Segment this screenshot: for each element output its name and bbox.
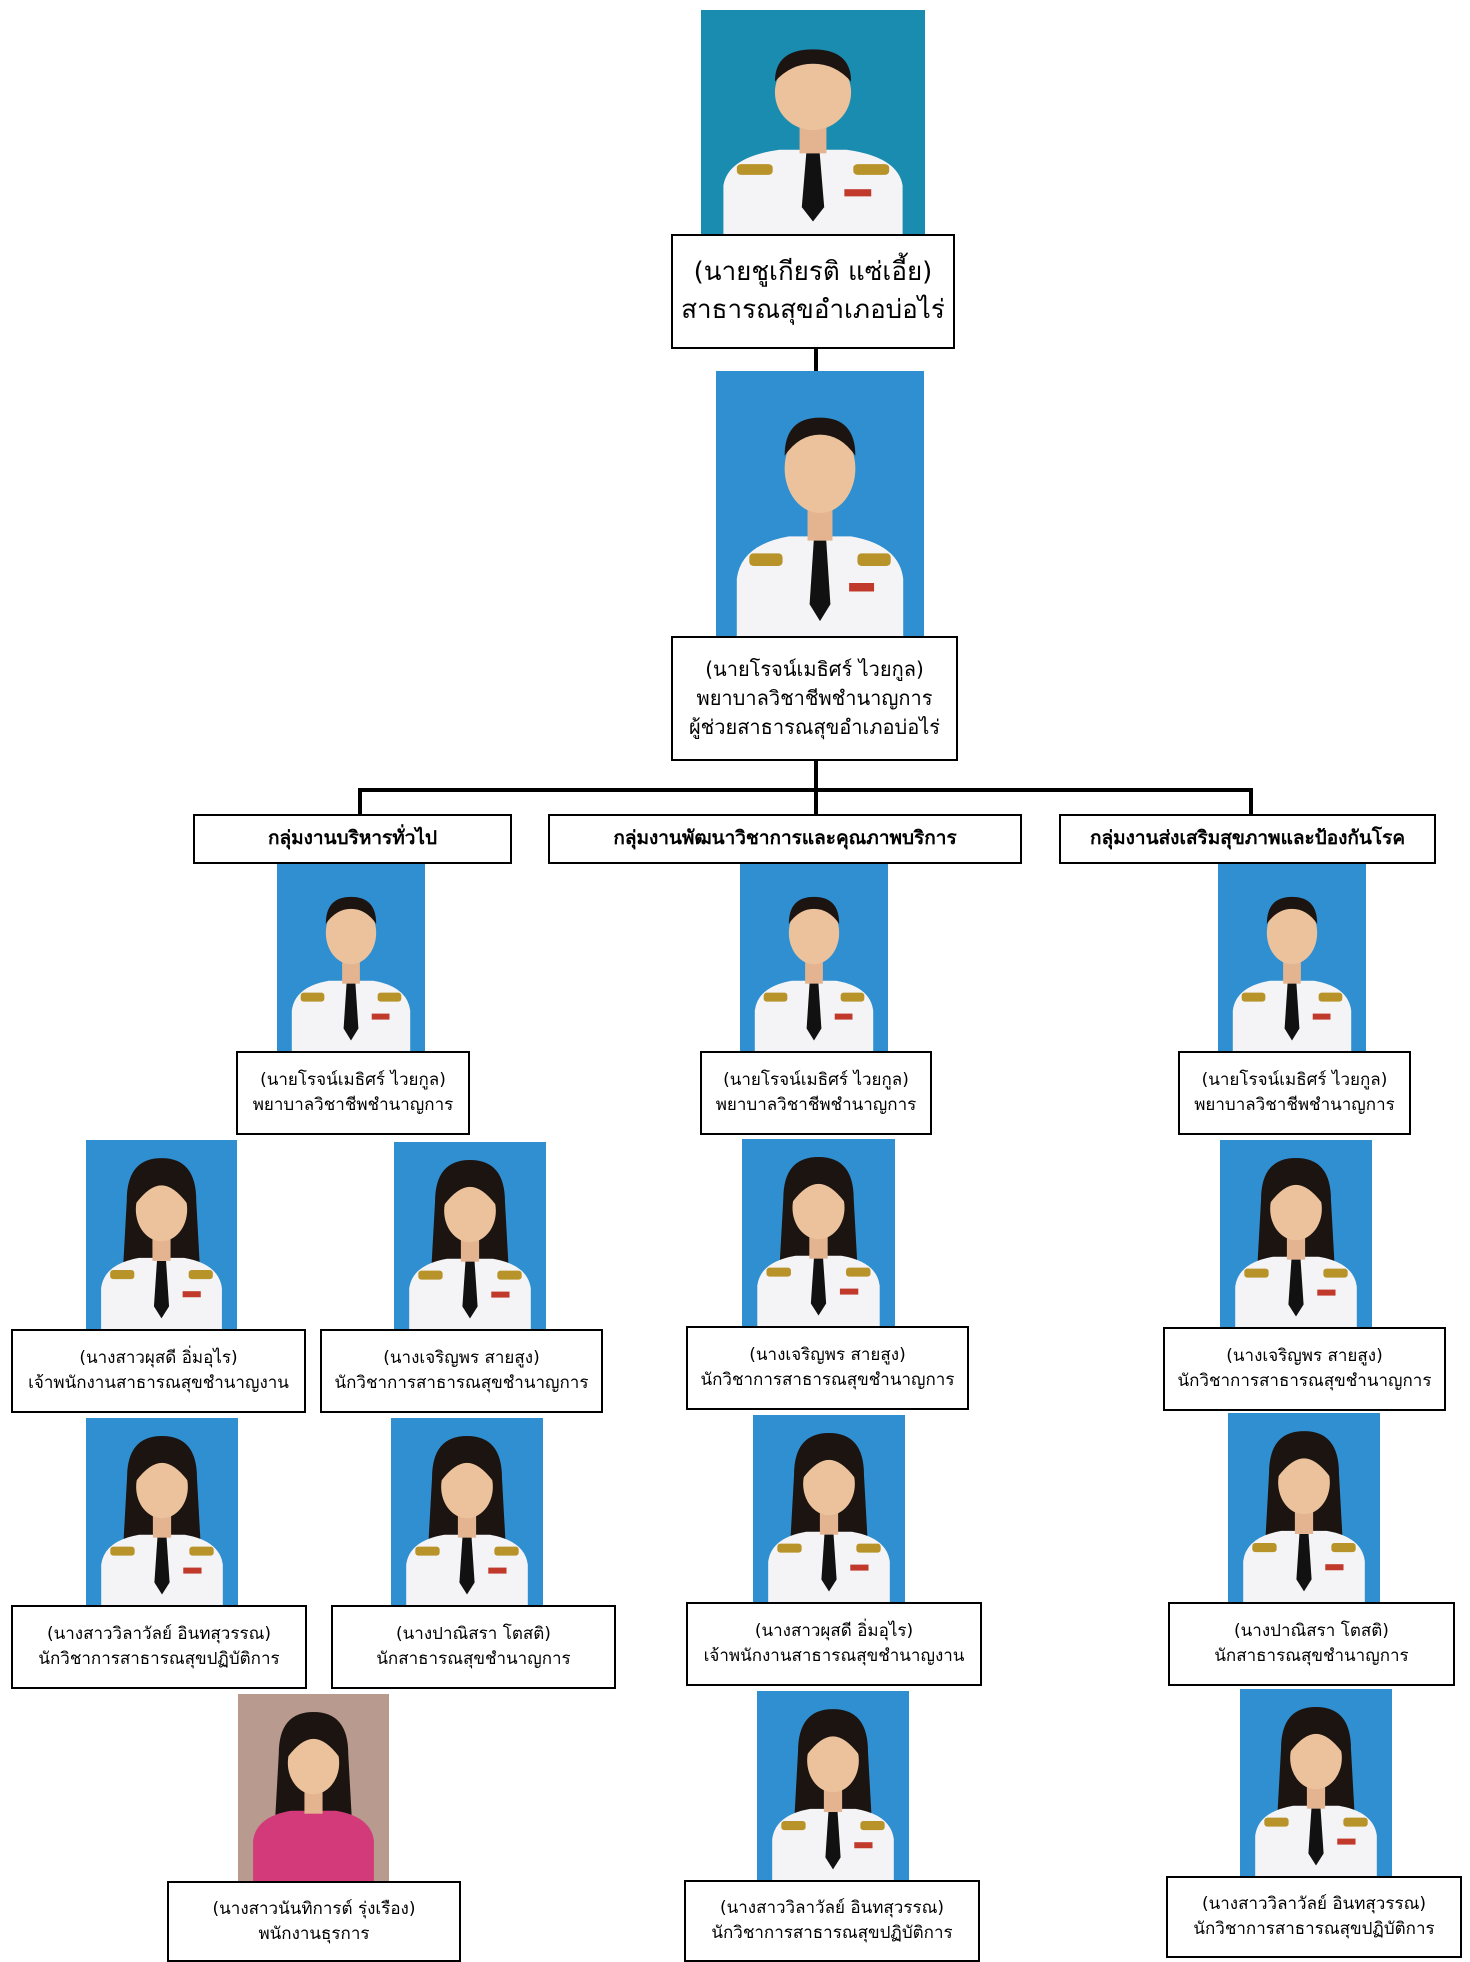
group-3-head-photo [1218,864,1366,1051]
group-2-head-title: พยาบาลวิชาชีพชำนาญการ [715,1095,917,1115]
group-2-label: กลุ่มงานพัฒนาวิชาการและคุณภาพบริการ [613,827,957,850]
group-1-member-4-box: (นางปาณิสรา โตสติ) นักสาธารณสุขชำนาญการ [331,1605,616,1689]
director-box: (นายชูเกียรติ แซ่เอี้ย) สาธารณสุขอำเภอบ่… [671,234,955,349]
group-1-member-2-title: นักวิชาการสาธารณสุขชำนาญการ [334,1373,589,1393]
group-1-member-3-box: (นางสาววิลาวัลย์ อินทสุวรรณ) นักวิชาการส… [11,1605,307,1689]
group-3-member-1-box: (นางเจริญพร สายสูง) นักวิชาการสาธารณสุขช… [1163,1327,1446,1411]
group-3-member-3-photo [1240,1689,1392,1876]
connector-group-1 [358,788,362,814]
assistant-box: (นายโรจน์เมธิศร์ ไวยกูล) พยาบาลวิชาชีพชำ… [671,636,958,761]
group-1-member-4-name: (นางปาณิสรา โตสติ) [396,1624,551,1645]
assistant-role: ผู้ช่วยสาธารณสุขอำเภอบ่อไร่ [688,715,941,739]
portrait-image [742,1139,895,1326]
portrait-image [391,1418,543,1605]
assistant-photo [716,371,924,636]
portrait-image [1240,1689,1392,1876]
portrait-image [753,1415,905,1602]
portrait-image [86,1418,238,1605]
group-3-member-1-title: นักวิชาการสาธารณสุขชำนาญการ [1177,1371,1432,1391]
assistant-name: (นายโรจน์เมธิศร์ ไวยกูล) [705,657,924,681]
group-2-member-1-name: (นางเจริญพร สายสูง) [749,1345,906,1366]
group-1-member-1-photo [86,1140,237,1329]
group-2-head-box: (นายโรจน์เมธิศร์ ไวยกูล) พยาบาลวิชาชีพชำ… [700,1051,932,1135]
portrait-image [86,1140,237,1329]
group-2-head-photo [740,864,888,1051]
assistant-title: พยาบาลวิชาชีพชำนาญการ [696,686,933,710]
group-3-member-2-title: นักสาธารณสุขชำนาญการ [1214,1646,1409,1666]
group-2-member-3-title: นักวิชาการสาธารณสุขปฏิบัติการ [711,1923,953,1943]
group-1-member-5-name: (นางสาวนันทิการต์ รุ่งเรือง) [212,1898,416,1919]
group-3-member-1-photo [1220,1140,1372,1327]
group-2-head-name: (นายโรจน์เมธิศร์ ไวยกูล) [723,1070,909,1091]
connector-group-3 [1249,788,1253,814]
group-2-member-2-name: (นางสาวผุสดี อิ่มอุไร) [754,1621,914,1642]
portrait-image [757,1691,909,1880]
connector-group-2 [814,788,818,814]
portrait-image [1228,1413,1380,1602]
group-1-head-box: (นายโรจน์เมธิศร์ ไวยกูล) พยาบาลวิชาชีพชำ… [236,1051,470,1135]
group-2-header: กลุ่มงานพัฒนาวิชาการและคุณภาพบริการ [548,814,1022,864]
group-3-member-1-name: (นางเจริญพร สายสูง) [1226,1346,1383,1367]
portrait-image [740,864,888,1051]
group-1-member-3-name: (นางสาววิลาวัลย์ อินทสุวรรณ) [46,1624,272,1645]
group-2-member-1-box: (นางเจริญพร สายสูง) นักวิชาการสาธารณสุขช… [686,1326,969,1410]
group-1-label: กลุ่มงานบริหารทั่วไป [267,827,438,850]
group-1-member-3-title: นักวิชาการสาธารณสุขปฏิบัติการ [38,1649,280,1669]
director-photo [701,10,925,234]
group-3-head-name: (นายโรจน์เมธิศร์ ไวยกูล) [1201,1070,1388,1091]
group-3-member-3-name: (นางสาววิลาวัลย์ อินทสุวรรณ) [1201,1894,1427,1915]
group-1-head-photo [277,864,425,1051]
group-1-head-name: (นายโรจน์เมธิศร์ ไวยกูล) [260,1070,446,1091]
portrait-image [701,10,925,234]
group-3-header: กลุ่มงานส่งเสริมสุขภาพและป้องกันโรค [1059,814,1436,864]
director-title: สาธารณสุขอำเภอบ่อไร่ [681,294,945,325]
group-1-head-title: พยาบาลวิชาชีพชำนาญการ [252,1095,454,1115]
portrait-image [277,864,425,1051]
group-2-member-1-title: นักวิชาการสาธารณสุขชำนาญการ [700,1370,955,1390]
group-1-member-5-title: พนักงานธุรการ [258,1923,370,1944]
connector-horizontal [358,788,1253,792]
group-3-label: กลุ่มงานส่งเสริมสุขภาพและป้องกันโรค [1089,827,1406,850]
group-1-member-5-photo [238,1694,389,1881]
group-3-head-box: (นายโรจน์เมธิศร์ ไวยกูล) พยาบาลวิชาชีพชำ… [1178,1051,1411,1135]
group-3-member-2-box: (นางปาณิสรา โตสติ) นักสาธารณสุขชำนาญการ [1168,1602,1455,1686]
portrait-image [394,1142,546,1329]
group-1-member-2-name: (นางเจริญพร สายสูง) [383,1348,540,1369]
group-1-member-5-box: (นางสาวนันทิการต์ รุ่งเรือง) พนักงานธุรก… [167,1881,461,1962]
group-1-member-1-name: (นางสาวผุสดี อิ่มอุไร) [79,1348,238,1369]
portrait-image [238,1694,389,1881]
group-1-member-2-photo [394,1142,546,1329]
connector-assistant-down [814,761,818,790]
group-1-member-4-title: นักสาธารณสุขชำนาญการ [376,1649,571,1669]
group-2-member-2-box: (นางสาวผุสดี อิ่มอุไร) เจ้าพนักงานสาธารณ… [686,1602,982,1686]
portrait-image [716,371,924,636]
group-3-member-3-box: (นางสาววิลาวัลย์ อินทสุวรรณ) นักวิชาการส… [1166,1876,1462,1958]
group-2-member-2-photo [753,1415,905,1602]
group-3-head-title: พยาบาลวิชาชีพชำนาญการ [1194,1095,1395,1115]
group-2-member-1-photo [742,1139,895,1326]
group-3-member-3-title: นักวิชาการสาธารณสุขปฏิบัติการ [1193,1919,1435,1939]
director-name: (นายชูเกียรติ แซ่เอี้ย) [693,256,933,287]
portrait-image [1218,864,1366,1051]
connector-director-assistant [814,349,818,371]
group-2-member-3-photo [757,1691,909,1880]
group-1-member-4-photo [391,1418,543,1605]
group-3-member-2-name: (นางปาณิสรา โตสติ) [1234,1621,1389,1642]
portrait-image [1220,1140,1372,1327]
group-1-member-1-title: เจ้าพนักงานสาธารณสุขชำนาญงาน [28,1373,289,1393]
group-2-member-2-title: เจ้าพนักงานสาธารณสุขชำนาญงาน [703,1646,965,1666]
group-1-member-2-box: (นางเจริญพร สายสูง) นักวิชาการสาธารณสุขช… [320,1329,603,1413]
group-1-member-1-box: (นางสาวผุสดี อิ่มอุไร) เจ้าพนักงานสาธารณ… [11,1329,306,1413]
group-1-header: กลุ่มงานบริหารทั่วไป [193,814,512,864]
group-2-member-3-box: (นางสาววิลาวัลย์ อินทสุวรรณ) นักวิชาการส… [684,1880,980,1962]
group-3-member-2-photo [1228,1413,1380,1602]
group-1-member-3-photo [86,1418,238,1605]
group-2-member-3-name: (นางสาววิลาวัลย์ อินทสุวรรณ) [719,1898,945,1919]
